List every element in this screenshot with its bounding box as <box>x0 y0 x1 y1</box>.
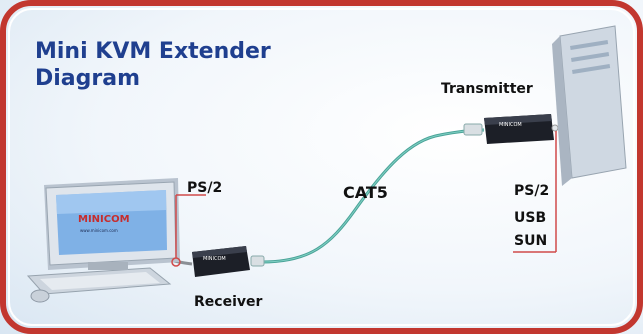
receiver-label: Receiver <box>194 294 263 310</box>
client-computer <box>26 178 180 303</box>
transmitter-rj45-plug <box>463 123 483 136</box>
monitor-brand-sub-text: www.minicom.com <box>80 228 118 233</box>
diagram-title: Mini KVM Extender Diagram <box>35 38 271 92</box>
tower-side <box>552 36 572 186</box>
receiver-rj45-plug <box>250 255 265 267</box>
transmitter-port-ps2-label: PS/2 <box>514 183 550 199</box>
server-tower <box>552 25 627 186</box>
title-line-1: Mini KVM Extender <box>35 39 271 64</box>
drive-bay-3 <box>572 64 611 74</box>
transmitter-port-sun-label: SUN <box>514 233 548 249</box>
monitor-brand-text: MINICOM <box>78 214 130 225</box>
monitor-stand <box>88 262 128 270</box>
transmitter-label: Transmitter <box>441 81 533 97</box>
frame-inner-line <box>8 8 635 326</box>
callout-lines <box>171 131 557 267</box>
receiver-port-ps2-label: PS/2 <box>187 180 223 196</box>
receiver-device: MINICOM <box>192 246 250 277</box>
transmitter-port-usb-label: USB <box>514 210 547 226</box>
receiver-ps2-callout-ring <box>171 257 181 267</box>
keyboard-keys <box>40 272 160 290</box>
title-line-2: Diagram <box>35 66 141 91</box>
drive-bay-1 <box>570 40 609 50</box>
drive-bay-2 <box>571 52 610 62</box>
cat5-cable-highlight <box>261 129 485 263</box>
cat5-label: CAT5 <box>343 183 388 202</box>
mouse <box>30 289 50 303</box>
transmitter-device: MINICOM <box>484 114 559 144</box>
transmitter-device-brand: MINICOM <box>499 122 522 128</box>
receiver-device-brand: MINICOM <box>203 256 226 262</box>
transmitter-port-connector <box>551 124 559 132</box>
